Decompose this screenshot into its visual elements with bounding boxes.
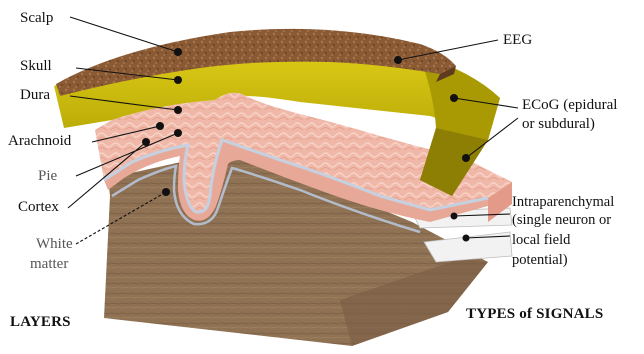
scalp-label: Scalp [20, 10, 53, 26]
cortex-label: Cortex [18, 199, 59, 215]
intraparenchymal-label-line2: (single neuron or [512, 212, 611, 229]
intraparenchymal-label-line1: Intraparenchymal [512, 194, 614, 211]
pie-label: Pie [38, 168, 57, 184]
ecog-label-line2: or subdural) [522, 116, 595, 132]
eeg-label: EEG [503, 32, 532, 48]
white-matter-label-line2: matter [30, 256, 68, 272]
ecog-label-line1: ECoG (epidural [522, 97, 617, 113]
skull-label: Skull [20, 58, 52, 74]
arachnoid-label: Arachnoid [8, 133, 71, 149]
layers-heading: LAYERS [10, 314, 71, 330]
intraparenchymal-label-line3: local field [512, 232, 570, 249]
intraparenchymal-label-line4: potential) [512, 252, 568, 269]
signals-heading: TYPES of SIGNALS [466, 306, 603, 322]
white-matter-label-line1: White [36, 236, 73, 252]
dura-label: Dura [20, 87, 50, 103]
